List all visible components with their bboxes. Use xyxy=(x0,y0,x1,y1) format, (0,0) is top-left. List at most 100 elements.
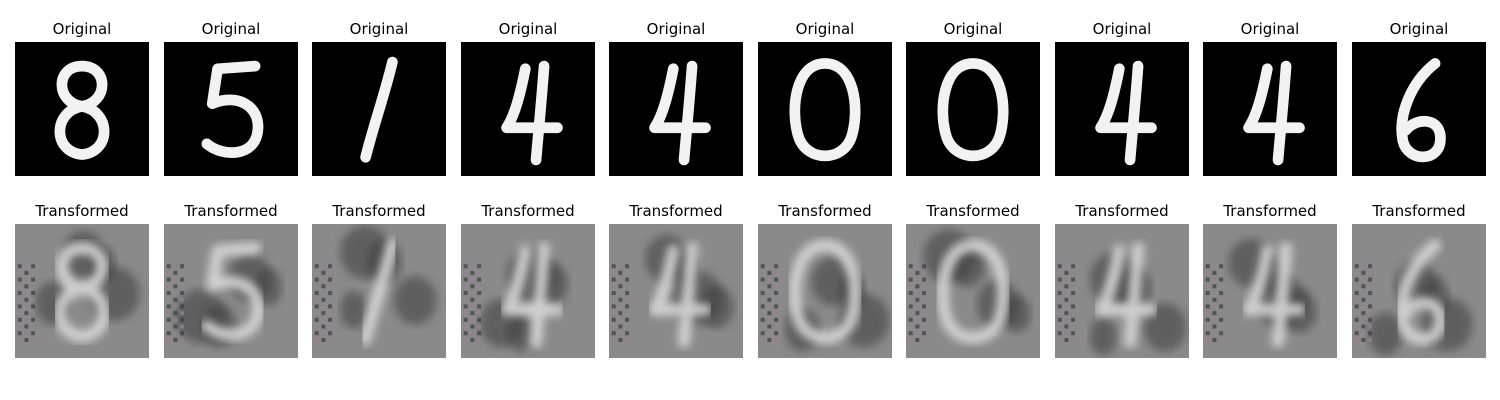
noise-pixel xyxy=(17,331,22,336)
noise-pixel xyxy=(922,264,927,269)
noise-pixel xyxy=(1071,270,1076,275)
noise-pixel xyxy=(1205,304,1210,309)
noise-pixel xyxy=(915,304,920,309)
noise-pixel xyxy=(1368,297,1373,302)
noise-pixel xyxy=(463,337,468,342)
noise-pixel xyxy=(314,304,319,309)
noise-pixel xyxy=(922,284,927,289)
noise-pixel xyxy=(1205,264,1210,269)
noise-pixel xyxy=(173,297,178,302)
noise-pixel xyxy=(1212,324,1217,329)
digit-stroke xyxy=(360,56,398,163)
noise-pixel xyxy=(314,297,319,302)
noise-pixel xyxy=(1368,324,1373,329)
noise-pixel xyxy=(24,317,29,322)
noise-pixel xyxy=(618,331,623,336)
transformed-digit-image xyxy=(312,224,446,358)
noise-pixel xyxy=(1064,304,1069,309)
digit-stroke xyxy=(1095,60,1157,166)
noise-pixel xyxy=(922,277,927,282)
digit-stroke xyxy=(500,242,564,348)
noise-pixel xyxy=(611,264,616,269)
noise-pixel xyxy=(470,297,475,302)
noise-pixel xyxy=(17,284,22,289)
noise-pixel xyxy=(1361,337,1366,342)
noise-pixel xyxy=(24,264,29,269)
noise-pixel xyxy=(1361,324,1366,329)
noise-pixel xyxy=(760,264,765,269)
noise-pixel xyxy=(767,317,772,322)
original-digit-image xyxy=(312,42,446,176)
noise-pixel xyxy=(180,337,185,342)
noise-pixel xyxy=(908,311,913,316)
noise-pixel xyxy=(1219,324,1224,329)
noise-pixel xyxy=(180,324,185,329)
noise-pixel xyxy=(760,311,765,316)
noise-pixel xyxy=(767,337,772,342)
noise-pixel xyxy=(1212,337,1217,342)
noise-pixel xyxy=(470,317,475,322)
original-digit-image xyxy=(1203,42,1337,176)
noise-pixel xyxy=(915,277,920,282)
digit-stroke xyxy=(1395,239,1447,345)
noise-pixel xyxy=(618,311,623,316)
noise-pixel xyxy=(17,317,22,322)
original-digit-image xyxy=(15,42,149,176)
noise-pixel xyxy=(173,304,178,309)
noise-pixel xyxy=(328,284,333,289)
noise-pixel xyxy=(24,277,29,282)
noise-pixel xyxy=(908,284,913,289)
original-digit-image xyxy=(164,42,298,176)
noise-pixel xyxy=(767,277,772,282)
noise-pixel xyxy=(321,291,326,296)
digit-stroke xyxy=(501,60,563,166)
noise-pixel xyxy=(1057,264,1062,269)
noise-pixel xyxy=(321,270,326,275)
shadow-blob xyxy=(340,225,392,279)
noise-pixel xyxy=(611,311,616,316)
original-digit-image xyxy=(1055,42,1189,176)
noise-pixel xyxy=(180,284,185,289)
shadow-blob xyxy=(1368,312,1403,356)
noise-pixel xyxy=(166,317,171,322)
noise-pixel xyxy=(1057,331,1062,336)
noise-pixel xyxy=(1368,311,1373,316)
transformed-digit-image xyxy=(1352,224,1486,358)
noise-pixel xyxy=(908,291,913,296)
noise-pixel xyxy=(760,337,765,342)
noise-pixel xyxy=(1368,270,1373,275)
noise-pixel xyxy=(17,270,22,275)
noise-pixel xyxy=(774,297,779,302)
noise-pixel xyxy=(1057,270,1062,275)
noise-pixel xyxy=(470,277,475,282)
noise-pixel xyxy=(908,331,913,336)
noise-pixel xyxy=(477,277,482,282)
noise-pixel xyxy=(463,317,468,322)
noise-pixel xyxy=(31,270,36,275)
noise-pixel xyxy=(1212,311,1217,316)
noise-pixel xyxy=(1205,324,1210,329)
noise-pixel xyxy=(1219,317,1224,322)
shadow-blob xyxy=(811,257,855,306)
noise-pixel xyxy=(1219,277,1224,282)
panel-title: Original xyxy=(1389,20,1449,38)
noise-pixel xyxy=(314,311,319,316)
noise-pixel xyxy=(1368,331,1373,336)
original-digit-image xyxy=(758,42,892,176)
noise-pixel xyxy=(180,297,185,302)
noise-pixel xyxy=(173,324,178,329)
noise-pixel xyxy=(166,291,171,296)
noise-pixel xyxy=(31,304,36,309)
noise-pixel xyxy=(1071,311,1076,316)
transformed-digit-image xyxy=(906,224,1040,358)
noise-pixel xyxy=(1354,284,1359,289)
noise-pixel xyxy=(470,264,475,269)
noise-pixel xyxy=(463,270,468,275)
digit-stroke xyxy=(789,58,861,162)
noise-pixel xyxy=(24,291,29,296)
digit-stroke xyxy=(54,60,110,160)
noise-pixel xyxy=(1212,277,1217,282)
noise-pixel xyxy=(1361,297,1366,302)
noise-pixel xyxy=(166,297,171,302)
noise-pixel xyxy=(1354,297,1359,302)
